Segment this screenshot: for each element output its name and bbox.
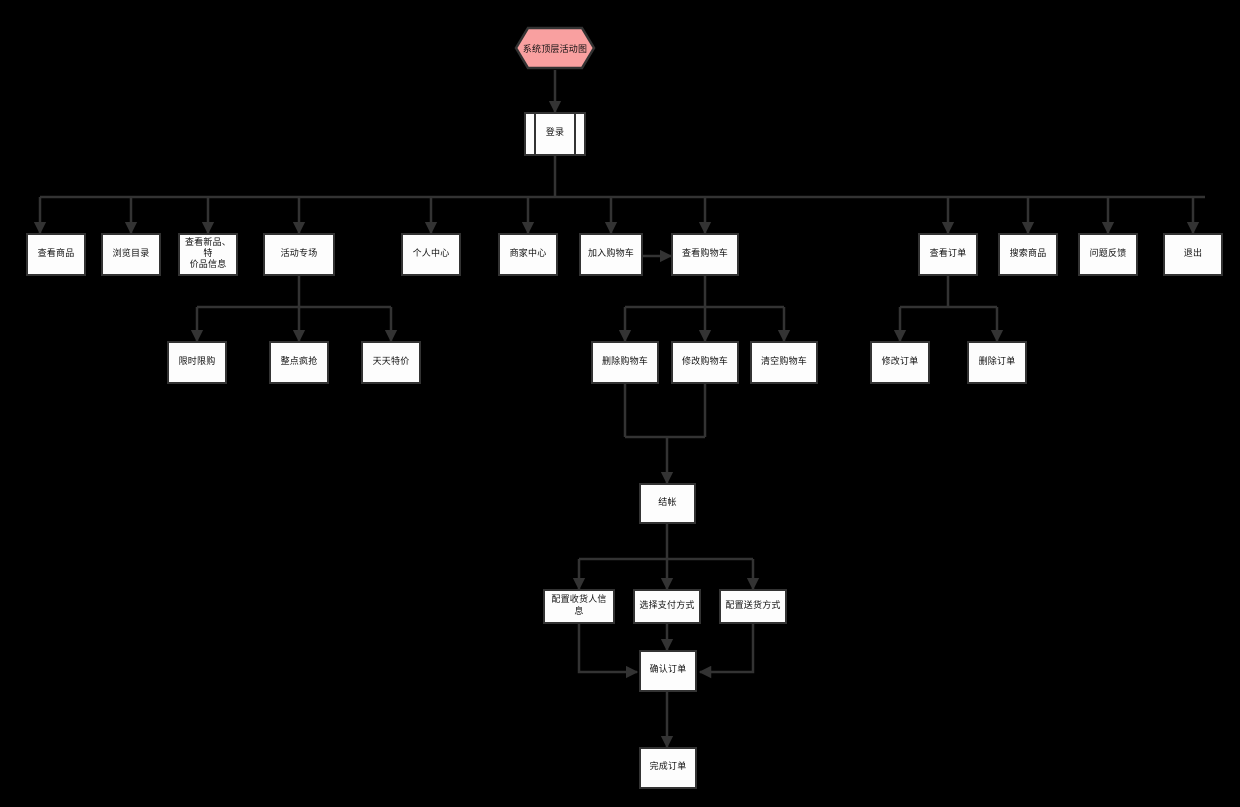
node-complete-order[interactable]: 完成订单: [639, 747, 697, 789]
node-limited-buy-label: 限时限购: [178, 356, 216, 367]
node-add-to-cart-label: 加入购物车: [587, 248, 634, 259]
node-set-receiver-label: 配置收货人信息: [551, 595, 607, 617]
node-modify-cart[interactable]: 修改购物车: [671, 341, 739, 384]
node-checkout-label: 结帐: [658, 497, 677, 508]
node-logout-label: 退出: [1183, 248, 1203, 259]
node-daily-deal[interactable]: 天天特价: [361, 341, 421, 384]
node-delete-order[interactable]: 删除订单: [967, 341, 1027, 384]
node-personal-center[interactable]: 个人中心: [401, 233, 461, 276]
node-search-goods[interactable]: 搜索商品: [998, 233, 1058, 276]
node-activity-zone-label: 活动专场: [280, 248, 318, 259]
node-personal-center-label: 个人中心: [412, 248, 450, 259]
node-view-cart-label: 查看购物车: [681, 248, 728, 259]
edge-receiver-confirm: [577, 624, 639, 679]
node-browse-catalog[interactable]: 浏览目录: [101, 233, 161, 276]
node-hourly-rush[interactable]: 整点疯抢: [269, 341, 329, 384]
node-modify-order[interactable]: 修改订单: [870, 341, 930, 384]
subroutine-bar-right: [574, 114, 576, 154]
node-set-receiver[interactable]: 配置收货人信息: [543, 589, 615, 624]
node-merchant-center-label: 商家中心: [509, 248, 547, 259]
node-start-label: 系统顶层活动图: [522, 44, 588, 55]
node-modify-order-label: 修改订单: [881, 356, 919, 367]
node-feedback[interactable]: 问题反馈: [1078, 233, 1138, 276]
node-start[interactable]: 系统顶层活动图: [514, 26, 596, 70]
node-clear-cart[interactable]: 清空购物车: [750, 341, 818, 384]
hexagon-shape: [514, 26, 596, 70]
node-modify-cart-label: 修改购物车: [681, 356, 728, 367]
node-complete-order-label: 完成订单: [649, 762, 687, 773]
node-daily-deal-label: 天天特价: [372, 356, 410, 367]
subroutine-bar-left: [534, 114, 536, 154]
node-search-goods-label: 搜索商品: [1009, 248, 1047, 259]
node-delete-cart[interactable]: 删除购物车: [591, 341, 659, 384]
node-browse-catalog-label: 浏览目录: [112, 248, 150, 259]
node-activity-zone[interactable]: 活动专场: [263, 233, 335, 276]
node-view-goods[interactable]: 查看商品: [26, 233, 86, 276]
node-view-cart[interactable]: 查看购物车: [671, 233, 739, 276]
node-clear-cart-label: 清空购物车: [760, 356, 807, 367]
node-delete-order-label: 删除订单: [978, 356, 1016, 367]
node-limited-buy[interactable]: 限时限购: [167, 341, 227, 384]
node-set-delivery[interactable]: 配置送货方式: [719, 589, 787, 624]
node-new-and-sale-label: 查看新品、特 价品信息: [184, 237, 231, 271]
node-login-label: 登录: [545, 128, 565, 139]
node-checkout[interactable]: 结帐: [639, 483, 696, 524]
node-view-order-label: 查看订单: [929, 248, 967, 259]
edge-delivery-confirm: [698, 624, 755, 679]
node-feedback-label: 问题反馈: [1089, 248, 1127, 259]
node-confirm-order[interactable]: 确认订单: [639, 650, 697, 692]
node-add-to-cart[interactable]: 加入购物车: [579, 233, 643, 276]
node-view-goods-label: 查看商品: [37, 248, 75, 259]
node-logout[interactable]: 退出: [1163, 233, 1223, 276]
node-new-and-sale[interactable]: 查看新品、特 价品信息: [178, 233, 238, 276]
node-delete-cart-label: 删除购物车: [601, 356, 648, 367]
node-hourly-rush-label: 整点疯抢: [280, 356, 318, 367]
node-merchant-center[interactable]: 商家中心: [498, 233, 558, 276]
node-confirm-order-label: 确认订单: [649, 665, 687, 676]
node-choose-payment[interactable]: 选择支付方式: [633, 589, 701, 624]
node-login[interactable]: 登录: [524, 112, 586, 156]
node-set-delivery-label: 配置送货方式: [725, 600, 781, 611]
node-view-order[interactable]: 查看订单: [918, 233, 978, 276]
node-choose-payment-label: 选择支付方式: [639, 600, 695, 611]
